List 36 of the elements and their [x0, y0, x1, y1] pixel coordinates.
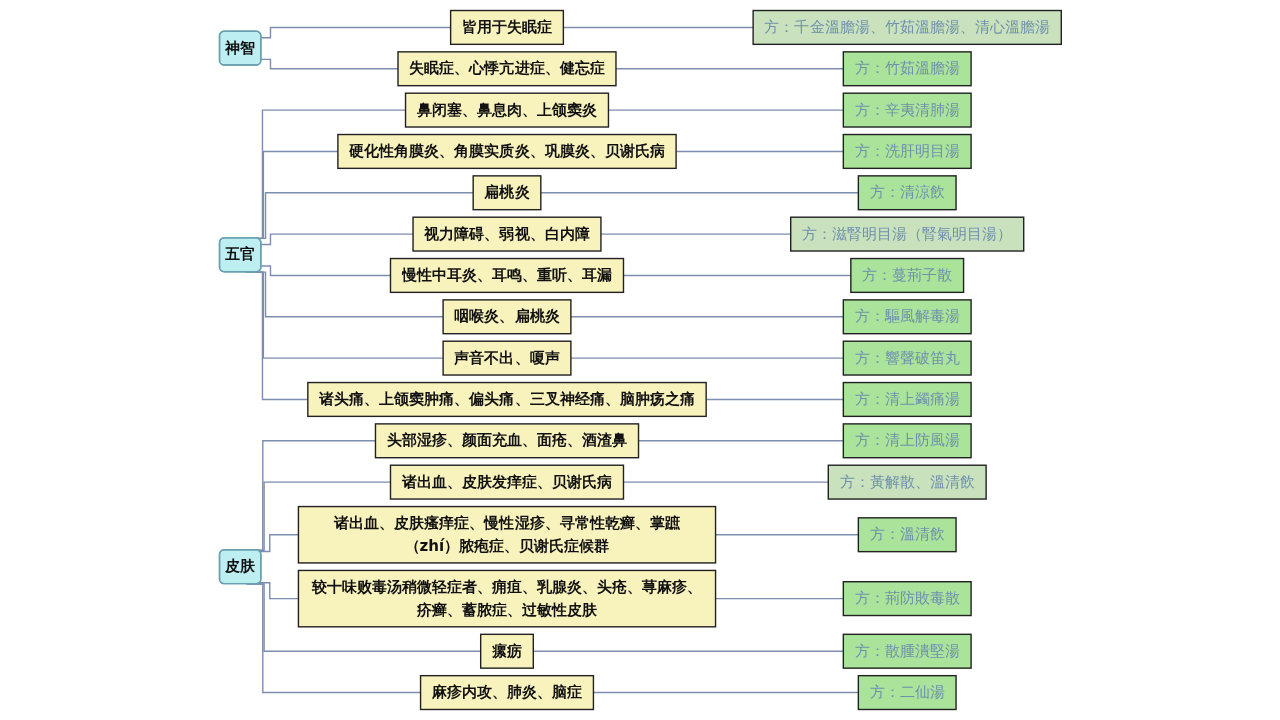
node-box: 诸出血、皮肤瘙痒症、慢性湿疹、寻常性乾癣、掌蹠（zhí）脓疱症、贝谢氏症候群 [297, 505, 716, 564]
node-box: 方：清涼飲 [857, 175, 957, 211]
node-box: 皆用于失眠症 [449, 9, 564, 46]
node-box: 方：清上防風湯 [842, 423, 972, 459]
connector [260, 265, 391, 277]
node-box: 较十味败毒汤稍微轻症者、痈疽、乳腺炎、头疮、荨麻疹、疥癣、蓄脓症、过敏性皮肤 [297, 569, 716, 628]
connector [258, 582, 299, 600]
node-box: 诸头痛、上颌窦肿痛、偏头痛、三叉神经痛、脑肿疡之痛 [306, 381, 707, 418]
node-box: 声音不出、嗄声 [442, 340, 572, 376]
node-box: 扁桃炎 [472, 175, 542, 211]
node-box: 咽喉炎、扁桃炎 [442, 299, 572, 335]
node-box: 失眠症、心悸亢进症、健忘症 [396, 51, 617, 87]
node-box: 鼻闭塞、鼻息肉、上颌窦炎 [404, 92, 609, 128]
node-box: 方：溫清飲 [857, 517, 957, 553]
node-box: 方：荊防敗毒散 [842, 581, 972, 617]
node-box: 方：滋腎明目湯（腎氣明目湯） [789, 216, 1024, 252]
node-box: 方：散腫潰堅湯 [842, 633, 972, 669]
node-box: 方：千金溫膽湯、竹茹溫膽湯、清心溫膽湯 [752, 9, 1062, 46]
node-box: 诸出血、皮肤发痒症、贝谢氏病 [389, 464, 624, 500]
node-box: 方：響聲破笛丸 [842, 340, 972, 376]
node-box: 方：清上蠲痛湯 [842, 381, 972, 418]
node-box: 头部湿疹、颜面充血、面疮、酒渣鼻 [374, 423, 639, 459]
node-box: 方：二仙湯 [857, 674, 957, 711]
node-box: 方：黃解散、溫清飲 [827, 464, 987, 500]
node-box: 方：竹茹溫膽湯 [842, 51, 972, 87]
node-box: 慢性中耳炎、耳鸣、重听、耳漏 [389, 257, 624, 294]
node-box: 瘰疬 [479, 633, 534, 669]
node-box: 硬化性角膜炎、角膜实质炎、巩膜炎、贝谢氏病 [336, 133, 677, 170]
node-box: 方：洗肝明目湯 [842, 133, 972, 170]
connector [260, 26, 451, 39]
node-box: 视力障碍、弱视、白内障 [411, 216, 602, 252]
connector [258, 534, 299, 553]
node-box: 方：驅風解毒湯 [842, 299, 972, 335]
node-box: 麻疹内攻、肺炎、脑症 [419, 674, 594, 711]
node-box: 方：蔓荊子散 [849, 257, 964, 294]
node-box: 方：辛夷清肺湯 [842, 92, 972, 128]
